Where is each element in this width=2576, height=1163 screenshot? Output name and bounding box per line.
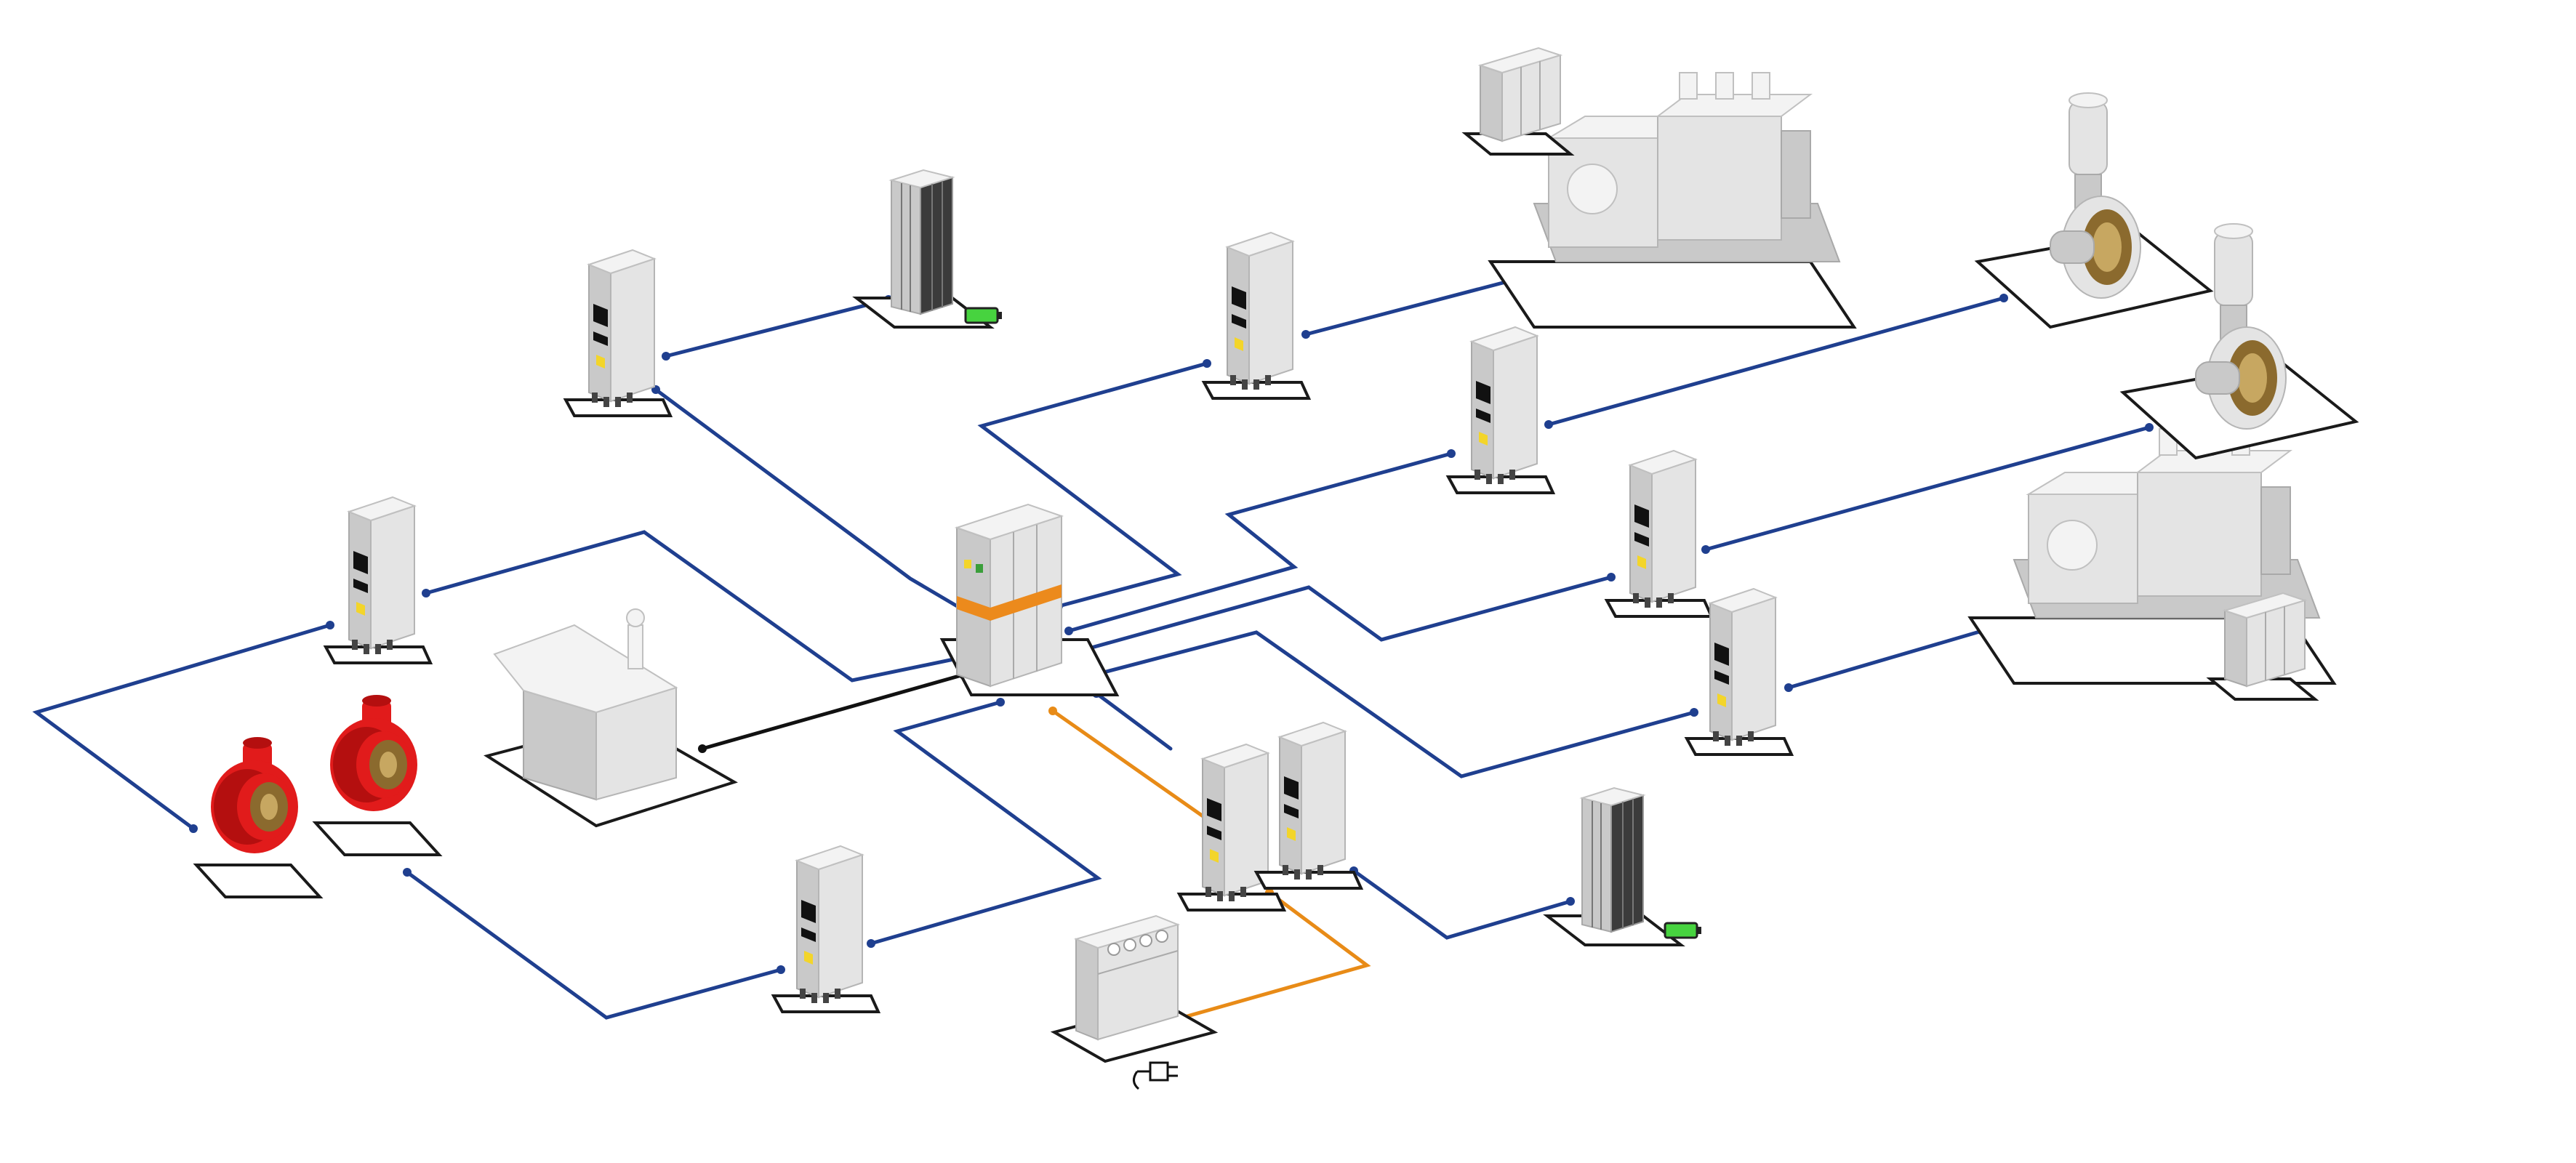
cable-top-drive-to-switchboard: [654, 387, 969, 614]
battery-rack-icon: [855, 169, 992, 329]
battery-icon: [1664, 922, 1703, 939]
tunnel-thruster-icon: [314, 693, 441, 856]
cable-switchboard-to-right-drive: [1099, 630, 1696, 778]
drive-cabinet-icon: [1255, 721, 1363, 890]
plug-icon: [1133, 1061, 1178, 1090]
cable-bridge-to-switchboard: [700, 672, 966, 751]
shore-power-panel-icon: [1050, 914, 1219, 1063]
cable-top-drive-to-battery: [664, 297, 891, 358]
tunnel-thruster-icon: [195, 736, 321, 898]
bridge-console-icon: [483, 608, 738, 828]
cable-switchboard-to-azimuth-drive: [1067, 451, 1453, 633]
drive-cabinet-icon: [772, 845, 880, 1013]
battery-icon: [964, 307, 1003, 324]
drive-cabinet-icon: [1447, 326, 1554, 494]
cable-switchboard-to-engine-drive: [977, 361, 1209, 608]
cable-engine-drive-to-genset: [1304, 277, 1519, 337]
cable-azimuth-drive-to-thruster: [1546, 296, 2006, 427]
control-terminal: [698, 744, 707, 753]
drive-cabinet-icon: [1203, 231, 1310, 400]
cable-center-drive-to-shore: [1180, 890, 1371, 1020]
dc-bus-cables: [32, 277, 2151, 1020]
cable-lower-left-drive-to-thruster: [405, 870, 783, 1020]
cable-center-drive-to-battery: [1352, 869, 1573, 940]
drive-cabinet-icon: [1605, 449, 1713, 618]
cable-switchboard-to-mid-drive: [1071, 575, 1613, 655]
cable-switchboard-to-center-drive-ac: [1051, 709, 1221, 829]
control-cables: [700, 672, 966, 751]
cable-left-drive-to-switchboard: [424, 530, 966, 683]
azimuth-thruster-icon: [1976, 92, 2212, 329]
cable-mid-drive-to-thruster-2: [1704, 425, 2151, 552]
cable-switchboard-to-lower-left-drive: [869, 700, 1102, 946]
cable-right-drive-to-genset-2: [1786, 629, 1984, 690]
drive-cabinet-icon: [324, 496, 432, 664]
battery-rack-icon: [1546, 786, 1682, 946]
switchboard-icon: [939, 503, 1120, 696]
cable-switchboard-to-center-drive: [1094, 691, 1173, 751]
cable-left-drive-to-thruster: [32, 623, 332, 831]
